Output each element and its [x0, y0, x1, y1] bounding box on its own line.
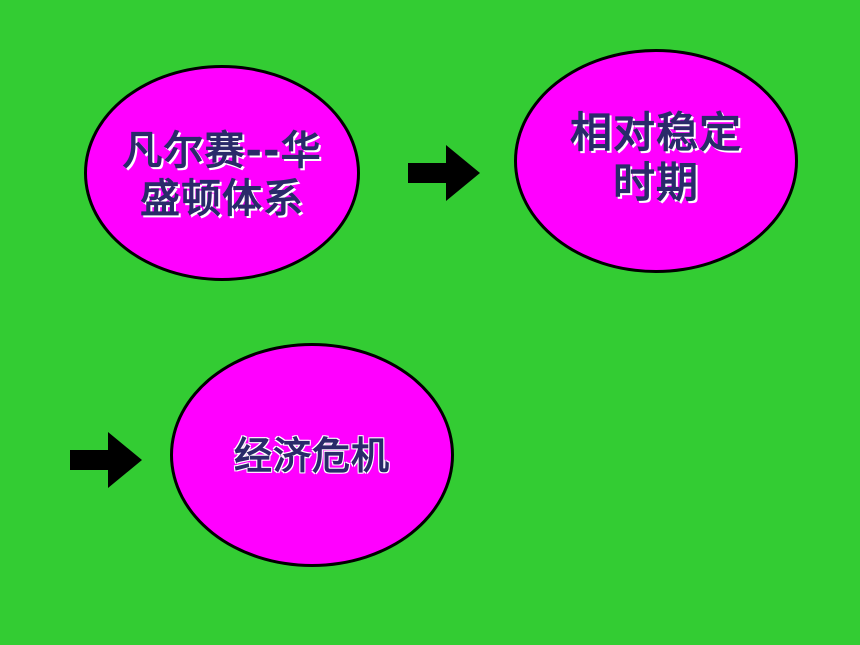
node-versailles-washington-label: 凡尔赛--华 盛顿体系: [122, 128, 322, 222]
right-arrow-icon: [70, 432, 142, 488]
node-relative-stability-label: 相对稳定 时期: [569, 107, 742, 207]
node-relative-stability: 相对稳定 时期: [514, 49, 798, 273]
node-versailles-washington: 凡尔赛--华 盛顿体系: [84, 65, 360, 281]
node-economic-crisis-label: 经济危机: [233, 434, 390, 479]
node-economic-crisis: 经济危机: [170, 343, 454, 567]
right-arrow-icon: [408, 145, 480, 201]
